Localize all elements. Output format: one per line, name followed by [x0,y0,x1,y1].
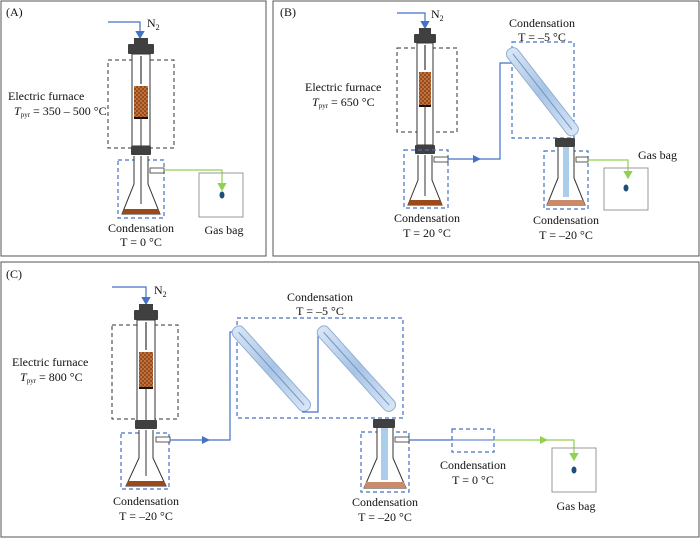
liebig-condenser [505,47,579,137]
furnace-label: Electric furnace [8,89,84,103]
condensation-2-temp: T = –5 °C [518,30,566,44]
furnace-label: Electric furnace [12,355,88,369]
flow-arrow [202,436,210,444]
reactor-inlet-cap [139,304,153,311]
flask-side-arm [433,156,449,163]
condensation-4-title: Condensation [440,458,506,472]
panel-c-frame [0,261,700,538]
gas-line [164,169,227,192]
reactor-inlet-cap [419,28,431,35]
flask-cap [373,419,395,428]
panel-a: (A) N2 Electric furnace Tpyr = 350 – 500… [0,0,267,257]
furnace-temp: Tpyr = 650 °C [312,95,375,110]
gas-bag-label: Gas bag [205,223,244,237]
flask-side-arm [155,436,171,443]
gas-bag-label: Gas bag [557,499,596,513]
flask-side-arm [394,436,410,443]
gas-bag-label: Gas bag [638,148,677,162]
condensation-1-title: Condensation [113,494,179,508]
panel-b-label: (B) [280,5,296,19]
panel-a-label: (A) [6,5,23,19]
vapor-line [448,62,512,160]
n2-inlet-arrow [112,286,151,306]
gas-line [588,159,633,180]
condensation-3-title: Condensation [352,495,418,509]
condensate-liquid [364,482,406,488]
n2-inlet-arrow [397,12,430,30]
bio-oil-liquid [126,481,166,486]
gas-bag-valve [571,466,577,474]
biomass-bed [139,352,153,388]
liebig-condenser-2 [316,325,397,412]
panel-b: (B) N2 Electric furnace Tpyr = 650 °C Co… [272,0,700,257]
condensation-3-temp: T = –20 °C [539,228,593,242]
vapor-line [170,331,240,441]
n2-label: N2 [147,16,160,32]
biomass-bed [134,86,148,118]
gas-bag-valve [623,184,629,192]
n2-inlet-arrow [108,21,145,40]
condensation-3-title: Condensation [533,213,599,227]
n2-label: N2 [154,283,167,299]
condenser-outlet-tube [381,428,388,480]
reactor-top-cap [414,34,436,43]
gas-flow-arrow [540,436,548,444]
flask-side-arm [575,156,589,163]
flow-arrow [473,155,481,163]
condensation-box-4 [451,428,495,453]
panel-c: (C) N2 Electric furnace Tpyr = 800 °C Co… [0,261,700,538]
gas-bag [551,447,597,493]
gas-bag [603,167,649,211]
flask-cap [135,420,157,429]
furnace-temp: Tpyr = 350 – 500 °C [14,104,107,119]
furnace-label: Electric furnace [305,80,381,94]
reactor-top-cap [134,310,158,320]
bio-oil-liquid [408,200,442,205]
condensation-1-temp: T = 20 °C [403,226,451,240]
panel-b-frame [272,0,700,257]
condensate-liquid [547,200,585,205]
flask-cap [131,146,151,155]
flask-side-arm [149,167,165,174]
condensation-title: Condensation [108,221,174,235]
n2-label: N2 [431,7,444,23]
condensation-3-temp: T = –20 °C [358,510,412,524]
reactor-top-cap [128,44,154,54]
furnace-temp: Tpyr = 800 °C [20,370,83,385]
panel-c-label: (C) [6,267,22,281]
liebig-condenser-1 [231,325,312,412]
condensation-box-1 [403,149,449,209]
gas-bag [198,172,244,218]
condensation-4-temp: T = 0 °C [452,473,494,487]
panel-a-frame [0,0,267,257]
condensation-2-temp: T = –5 °C [296,304,344,318]
condensation-2-title: Condensation [509,16,575,30]
reactor-inlet-cap [134,38,148,45]
condensation-temp: T = 0 °C [120,235,162,249]
biomass-bed [419,72,431,106]
flask-cap [555,138,575,147]
condensation-1-temp: T = –20 °C [119,509,173,523]
gas-line-2 [494,439,579,462]
condensation-box-2 [511,41,575,139]
condensation-1-title: Condensation [394,211,460,225]
gas-bag-valve [219,191,225,199]
condensation-2-title: Condensation [287,290,353,304]
bio-oil-liquid [122,209,160,214]
condenser-outlet-tube [563,147,569,197]
